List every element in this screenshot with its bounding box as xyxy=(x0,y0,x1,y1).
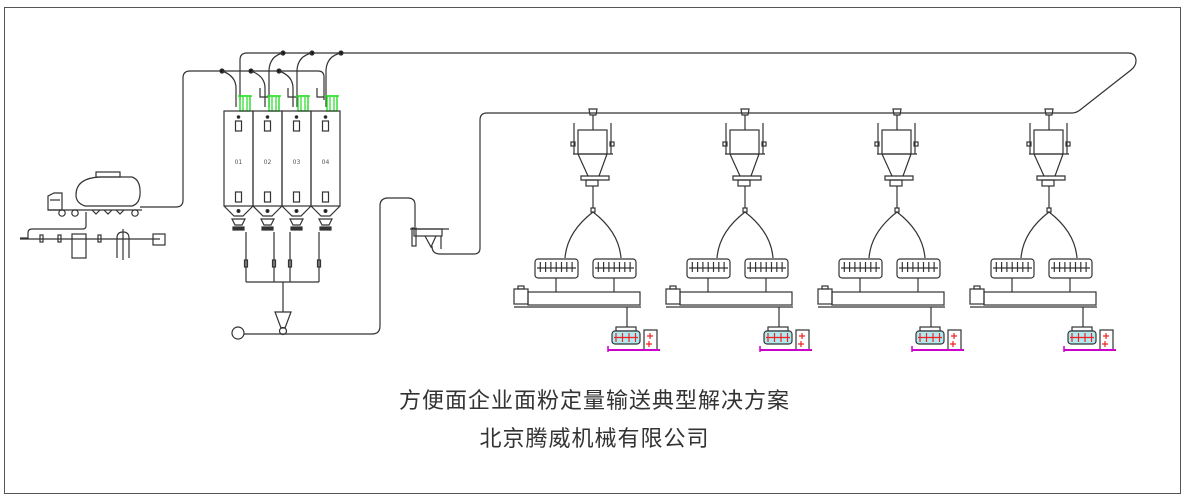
production-line xyxy=(665,108,812,352)
receiving-hopper xyxy=(1033,129,1064,155)
discharge-valve-icon xyxy=(231,218,246,226)
silo: 01 xyxy=(223,95,254,231)
production-lines xyxy=(513,108,1116,352)
diverter-valve-icon xyxy=(740,108,750,116)
dust-filter-icon xyxy=(239,95,251,112)
level-sensor-icon xyxy=(265,115,270,119)
feed-pipe-main xyxy=(140,70,325,208)
discharge-valve-icon xyxy=(318,218,333,226)
silo: 04 xyxy=(310,95,341,231)
tanker-truck xyxy=(47,171,142,217)
company-name: 北京腾威机械有限公司 xyxy=(479,427,710,452)
silo-cone xyxy=(310,205,341,217)
wheel-icon xyxy=(58,209,66,217)
silo: 02 xyxy=(252,95,283,231)
dust-filter-icon xyxy=(268,95,280,112)
splitter-icon xyxy=(590,207,596,213)
silo-number: 01 xyxy=(235,159,243,166)
splitter-icon xyxy=(742,207,748,213)
level-indicator xyxy=(263,191,272,203)
unloading-station xyxy=(20,229,166,260)
silo-discharge-manifold xyxy=(243,232,322,336)
level-indicator xyxy=(234,191,243,203)
discharge-valve-icon xyxy=(289,218,304,226)
screw-conveyor xyxy=(831,291,945,306)
silo: 03 xyxy=(281,95,312,231)
level-indicator xyxy=(321,191,330,203)
receiving-hopper xyxy=(577,129,608,155)
splitter-icon xyxy=(1046,207,1052,213)
drive-motor-icon xyxy=(665,288,681,305)
silo-cone xyxy=(252,205,283,217)
dust-filter-icon xyxy=(326,95,338,112)
silo-inlet-branches xyxy=(219,50,344,107)
production-line xyxy=(817,108,964,352)
control-box xyxy=(152,233,166,246)
diverter-valve-icon xyxy=(892,108,902,116)
level-indicator xyxy=(321,120,330,132)
production-line xyxy=(969,108,1116,352)
conveying-loop-pipe xyxy=(239,52,1137,255)
level-sensor-icon xyxy=(236,115,241,119)
silo-number: 04 xyxy=(322,159,330,166)
screw-conveyor xyxy=(679,291,793,306)
splitter-icon xyxy=(894,207,900,213)
blower-icon xyxy=(231,326,245,340)
silo-number: 03 xyxy=(293,159,301,166)
transfer-station xyxy=(410,227,449,249)
silo-number: 02 xyxy=(264,159,272,166)
truck-discharge-pipe xyxy=(20,212,87,239)
blower-pipe xyxy=(244,197,416,335)
diverter-valve-icon xyxy=(1044,108,1054,116)
storage-silos: 01 02 03 04 xyxy=(223,95,341,231)
production-line xyxy=(513,108,660,352)
discharge-valve-icon xyxy=(260,218,275,226)
wheel-icon xyxy=(131,209,139,217)
drive-motor-icon xyxy=(969,288,985,305)
screw-conveyor xyxy=(527,291,641,306)
drive-motor-icon xyxy=(513,288,529,305)
receiving-hopper xyxy=(881,129,912,155)
level-indicator xyxy=(234,120,243,132)
silo-body xyxy=(310,110,341,207)
drawing-frame xyxy=(4,7,1181,494)
level-sensor-icon xyxy=(294,115,299,119)
level-indicator xyxy=(292,191,301,203)
diagram-title: 方便面企业面粉定量输送典型解决方案 xyxy=(398,389,790,414)
diverter-valve-icon xyxy=(588,108,598,116)
dust-filter-icon xyxy=(297,95,309,112)
screw-conveyor xyxy=(983,291,1097,306)
level-indicator xyxy=(263,120,272,132)
collection-hopper xyxy=(274,311,292,329)
level-sensor-icon xyxy=(323,115,328,119)
silo-cone xyxy=(281,205,312,217)
level-indicator xyxy=(292,120,301,132)
receiving-hopper xyxy=(729,129,760,155)
wheel-icon xyxy=(71,209,79,217)
drive-motor-icon xyxy=(817,288,833,305)
silo-cone xyxy=(223,205,254,217)
